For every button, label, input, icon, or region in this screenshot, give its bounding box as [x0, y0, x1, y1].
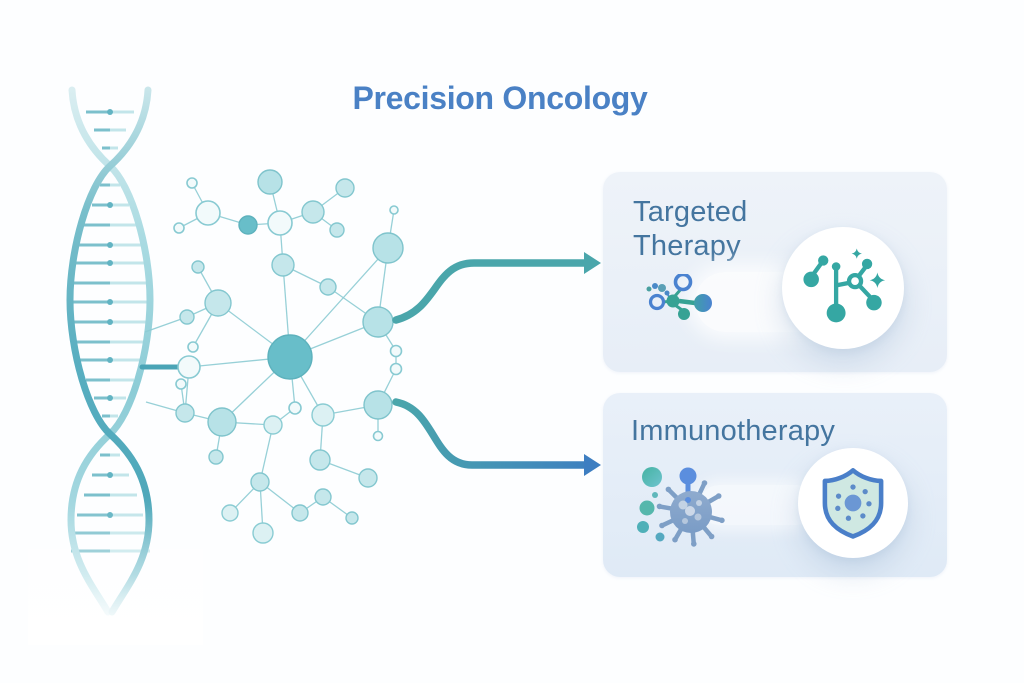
shield-icon	[822, 468, 884, 539]
molecule-icon	[646, 274, 712, 320]
page-title: Precision Oncology	[352, 80, 648, 116]
sparkle-icon	[869, 272, 886, 288]
card-title: Immunotherapy	[631, 415, 836, 447]
arrow-targeted-therapy	[392, 252, 601, 324]
card-targeted-therapy: Targeted Therapy	[603, 172, 947, 372]
card-immunotherapy: Immunotherapy	[603, 393, 947, 577]
molecular-network-icon	[144, 169, 404, 544]
sparkle-icon	[851, 248, 862, 259]
molecule-sparkle-badge	[782, 227, 904, 349]
card-title: Targeted Therapy	[633, 196, 748, 262]
dna-helix-icon	[28, 86, 203, 645]
virus-icon	[637, 467, 725, 547]
arrow-immunotherapy	[392, 398, 601, 476]
shield-badge	[798, 448, 908, 558]
molecule-sparkle-icon	[803, 248, 886, 323]
cell-icon	[844, 494, 862, 512]
